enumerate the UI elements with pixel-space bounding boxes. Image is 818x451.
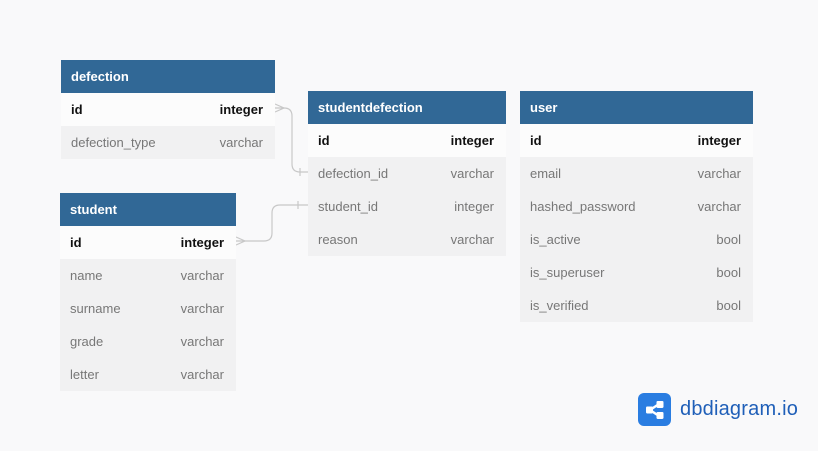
field-name: surname bbox=[70, 301, 121, 316]
field-row-student_id[interactable]: student_id integer bbox=[308, 190, 506, 223]
field-row-name[interactable]: name varchar bbox=[60, 259, 236, 292]
field-name: is_superuser bbox=[530, 265, 605, 280]
field-name: letter bbox=[70, 367, 99, 382]
brand-name-main: dbdiagram bbox=[680, 398, 777, 420]
field-type: integer bbox=[697, 133, 741, 148]
field-name: student_id bbox=[318, 199, 378, 214]
field-type: integer bbox=[454, 199, 494, 214]
field-name: name bbox=[70, 268, 103, 283]
field-name: id bbox=[318, 133, 330, 148]
field-row-surname[interactable]: surname varchar bbox=[60, 292, 236, 325]
field-name: hashed_password bbox=[530, 199, 636, 214]
table-student[interactable]: student id integer name varchar surname … bbox=[60, 193, 236, 391]
field-type: varchar bbox=[697, 199, 741, 214]
field-row-id[interactable]: id integer bbox=[308, 124, 506, 157]
field-row-letter[interactable]: letter varchar bbox=[60, 358, 236, 391]
table-header-defection[interactable]: defection bbox=[61, 60, 275, 93]
field-name: id bbox=[70, 235, 82, 250]
field-type: integer bbox=[219, 102, 263, 117]
field-name: id bbox=[530, 133, 542, 148]
field-row-id[interactable]: id integer bbox=[61, 93, 275, 126]
many-crowfoot-icon bbox=[235, 236, 247, 246]
field-type: bool bbox=[716, 265, 741, 280]
field-type: varchar bbox=[697, 166, 741, 181]
field-type: varchar bbox=[450, 166, 494, 181]
field-name: defection_type bbox=[71, 135, 156, 150]
table-header-student[interactable]: student bbox=[60, 193, 236, 226]
field-name: grade bbox=[70, 334, 104, 349]
field-name: is_verified bbox=[530, 298, 589, 313]
field-row-defection_type[interactable]: defection_type varchar bbox=[61, 126, 275, 159]
field-type: varchar bbox=[180, 367, 224, 382]
field-row-is_superuser[interactable]: is_superuser bool bbox=[520, 256, 753, 289]
field-type: varchar bbox=[180, 334, 224, 349]
brand-logo[interactable]: dbdiagram.io bbox=[638, 393, 798, 426]
field-type: bool bbox=[716, 232, 741, 247]
field-row-email[interactable]: email varchar bbox=[520, 157, 753, 190]
table-defection[interactable]: defection id integer defection_type varc… bbox=[61, 60, 275, 159]
field-row-is_verified[interactable]: is_verified bool bbox=[520, 289, 753, 322]
table-studentdefection[interactable]: studentdefection id integer defection_id… bbox=[308, 91, 506, 256]
field-name: defection_id bbox=[318, 166, 389, 181]
relation-defection-studentdefection[interactable] bbox=[274, 103, 308, 176]
field-type: varchar bbox=[180, 268, 224, 283]
field-name: email bbox=[530, 166, 562, 181]
field-type: integer bbox=[450, 133, 494, 148]
table-header-user[interactable]: user bbox=[520, 91, 753, 124]
brand-name-suffix: .io bbox=[776, 398, 799, 420]
field-row-is_active[interactable]: is_active bool bbox=[520, 223, 753, 256]
field-row-grade[interactable]: grade varchar bbox=[60, 325, 236, 358]
field-type: varchar bbox=[450, 232, 494, 247]
field-row-id[interactable]: id integer bbox=[520, 124, 753, 157]
field-type: varchar bbox=[219, 135, 263, 150]
table-header-studentdefection[interactable]: studentdefection bbox=[308, 91, 506, 124]
field-row-defection_id[interactable]: defection_id varchar bbox=[308, 157, 506, 190]
share-nodes-icon bbox=[638, 393, 671, 426]
field-type: bool bbox=[716, 298, 741, 313]
brand-name: dbdiagram.io bbox=[680, 398, 798, 421]
many-crowfoot-icon bbox=[274, 103, 286, 113]
relation-student-studentdefection[interactable] bbox=[235, 201, 308, 246]
field-name: is_active bbox=[530, 232, 581, 247]
field-name: id bbox=[71, 102, 83, 117]
table-user[interactable]: user id integer email varchar hashed_pas… bbox=[520, 91, 753, 322]
field-row-reason[interactable]: reason varchar bbox=[308, 223, 506, 256]
field-type: varchar bbox=[180, 301, 224, 316]
field-name: reason bbox=[318, 232, 358, 247]
field-type: integer bbox=[180, 235, 224, 250]
field-row-hashed_password[interactable]: hashed_password varchar bbox=[520, 190, 753, 223]
field-row-id[interactable]: id integer bbox=[60, 226, 236, 259]
